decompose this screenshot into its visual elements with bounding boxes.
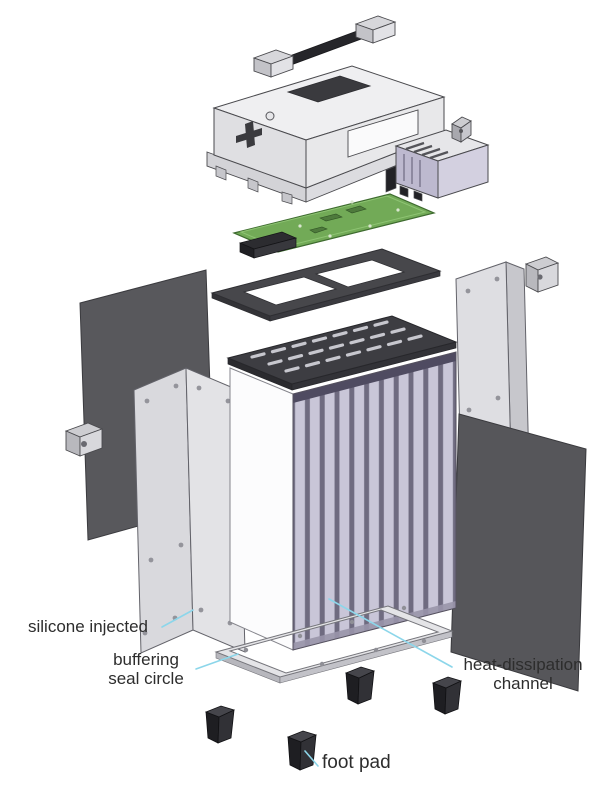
right-bracket [524,256,560,293]
pcb-chips [309,205,367,234]
foot-pads [204,666,463,771]
control-module [385,116,490,202]
top-cover [206,65,446,205]
seal-gasket-frame [210,248,442,322]
module-side-vents [403,154,421,187]
right-rear-panel [450,413,587,692]
slotted-top-plate [226,315,458,391]
label-heat-line2: channel [493,674,553,694]
module-top-vents [405,141,449,160]
cover-button [265,111,275,121]
cover-cross-mark [236,121,262,148]
foot-pad-1 [344,666,376,705]
foot-pad-4 [286,730,318,771]
foot-pad-3 [204,705,236,744]
label-silicone-injected: silicone injected [28,617,149,636]
label-buffering-line1: buffering [113,650,179,669]
module-bracket [451,116,472,143]
pcb-holes [298,200,400,238]
label-buffering-seal-circle: buffering seal circle [98,650,194,688]
leader-line-foot-pad [304,750,319,767]
left-bracket [64,422,104,457]
circuit-board [232,193,436,259]
pcb-connector-block [238,231,298,259]
handle-left-cap [252,49,295,78]
silicone-injected-plates [133,367,246,654]
label-buffering-line2: seal circle [108,669,184,689]
cover-top-recess [286,75,372,103]
carry-handle [252,15,397,78]
label-heat-line1: heat-dissipation [463,655,583,674]
heat-dissipation-fins [293,351,456,650]
cell-stack [226,315,458,651]
leader-line-buffering-seal [195,653,239,670]
frame-standoffs [243,605,427,667]
leader-line-silicone-injected [161,609,194,628]
foot-pad-2 [431,676,463,715]
plate-slots [250,320,423,373]
label-heat-dissipation-channel: heat-dissipation channel [450,655,596,693]
cover-window [347,109,419,158]
handle-right-cap [354,15,397,44]
label-foot-pad: foot pad [322,752,391,773]
enclosure-front-face [229,367,294,651]
leader-line-heat-dissipation [328,598,453,668]
